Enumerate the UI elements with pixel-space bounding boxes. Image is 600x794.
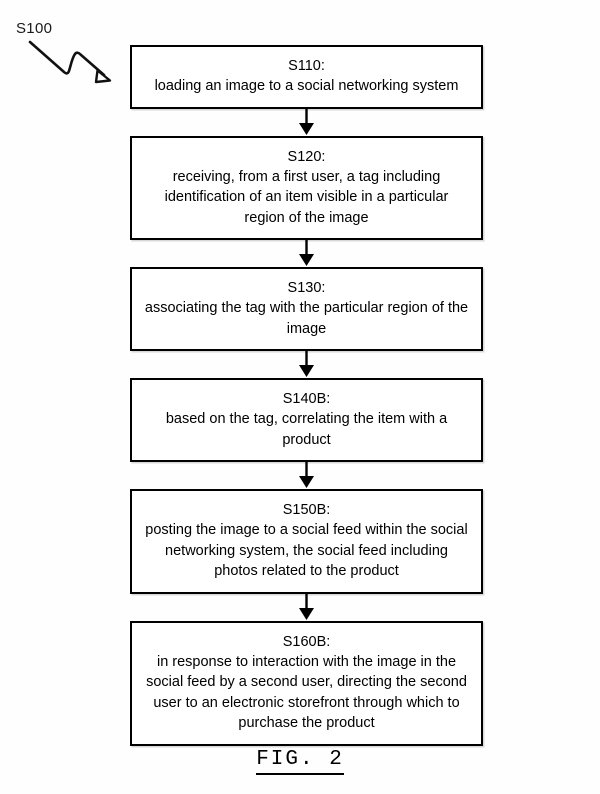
connector-arrow-down <box>130 107 483 136</box>
step-text: receiving, from a first user, a tag incl… <box>164 168 449 226</box>
connector-arrow-down <box>130 239 483 267</box>
flow-step-box: S130: associating the tag with the parti… <box>130 267 483 351</box>
step-text: loading an image to a social networking … <box>154 78 459 94</box>
step-id: S140B: <box>282 391 331 407</box>
callout-label-s100: S100 <box>16 20 53 37</box>
squiggly-arrow-icon <box>28 38 124 94</box>
step-id: S160B: <box>282 633 331 650</box>
flow-step-box: S160B: in response to interaction with t… <box>130 620 483 746</box>
figure-caption: FIG. 2 <box>0 748 600 775</box>
flowchart: S110: loading an image to a social netwo… <box>130 45 483 746</box>
flow-step-box: S140B: based on the tag, correlating the… <box>130 378 483 462</box>
step-text: in response to interaction with the imag… <box>146 653 467 732</box>
step-id: S150B: <box>282 502 331 518</box>
step-text: based on the tag, correlating the item w… <box>165 411 448 448</box>
connector-arrow-down <box>130 461 483 489</box>
step-id: S130: <box>287 280 326 296</box>
flow-step-box: S120: receiving, from a first user, a ta… <box>130 135 483 240</box>
flow-step-box: S150B: posting the image to a social fee… <box>130 489 483 594</box>
step-text: associating the tag with the particular … <box>144 300 469 337</box>
figure-caption-text: FIG. 2 <box>256 748 344 775</box>
connector-arrow-down <box>130 350 483 378</box>
connector-arrow-down <box>130 592 483 621</box>
step-id: S110: <box>288 58 325 74</box>
flow-step-box: S110: loading an image to a social netwo… <box>130 45 483 109</box>
step-id: S120: <box>287 148 326 165</box>
step-text: posting the image to a social feed withi… <box>145 522 468 579</box>
